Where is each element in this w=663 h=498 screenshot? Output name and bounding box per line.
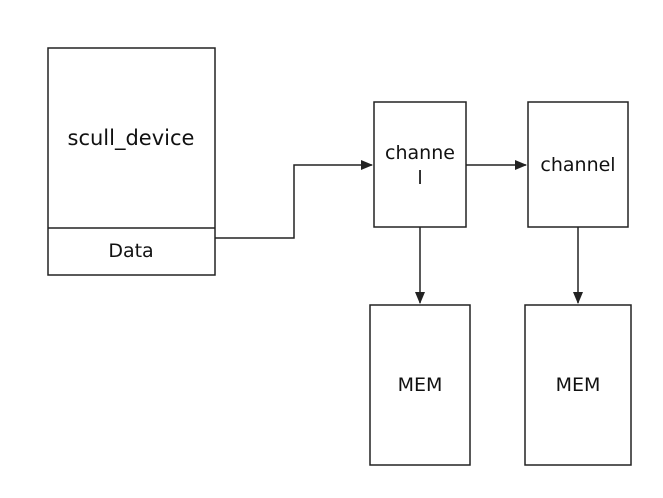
channel-2-node: channel bbox=[527, 101, 629, 228]
channel-1-label-line-2: l bbox=[417, 167, 422, 189]
data-to-channel-1-arrow bbox=[215, 160, 373, 239]
mem-2-label: MEM bbox=[556, 374, 601, 396]
scull-device-label: scull_device bbox=[68, 126, 195, 151]
scull-device-box bbox=[47, 47, 216, 276]
channel-2-label: channel bbox=[540, 154, 615, 176]
channel-1-label-line-1: channe bbox=[385, 142, 455, 164]
scull-device-node: scull_device bbox=[47, 47, 216, 276]
mem-1-box bbox=[369, 304, 471, 466]
data-field-label: Data bbox=[108, 240, 153, 262]
mem-2-box bbox=[524, 304, 632, 466]
mem-1-label: MEM bbox=[398, 374, 443, 396]
channel-1-node: channe l bbox=[373, 101, 467, 228]
data-field-node: Data bbox=[108, 240, 153, 262]
mem-1-node: MEM bbox=[369, 304, 471, 466]
mem-2-node: MEM bbox=[524, 304, 632, 466]
channel-1-box bbox=[373, 101, 467, 228]
